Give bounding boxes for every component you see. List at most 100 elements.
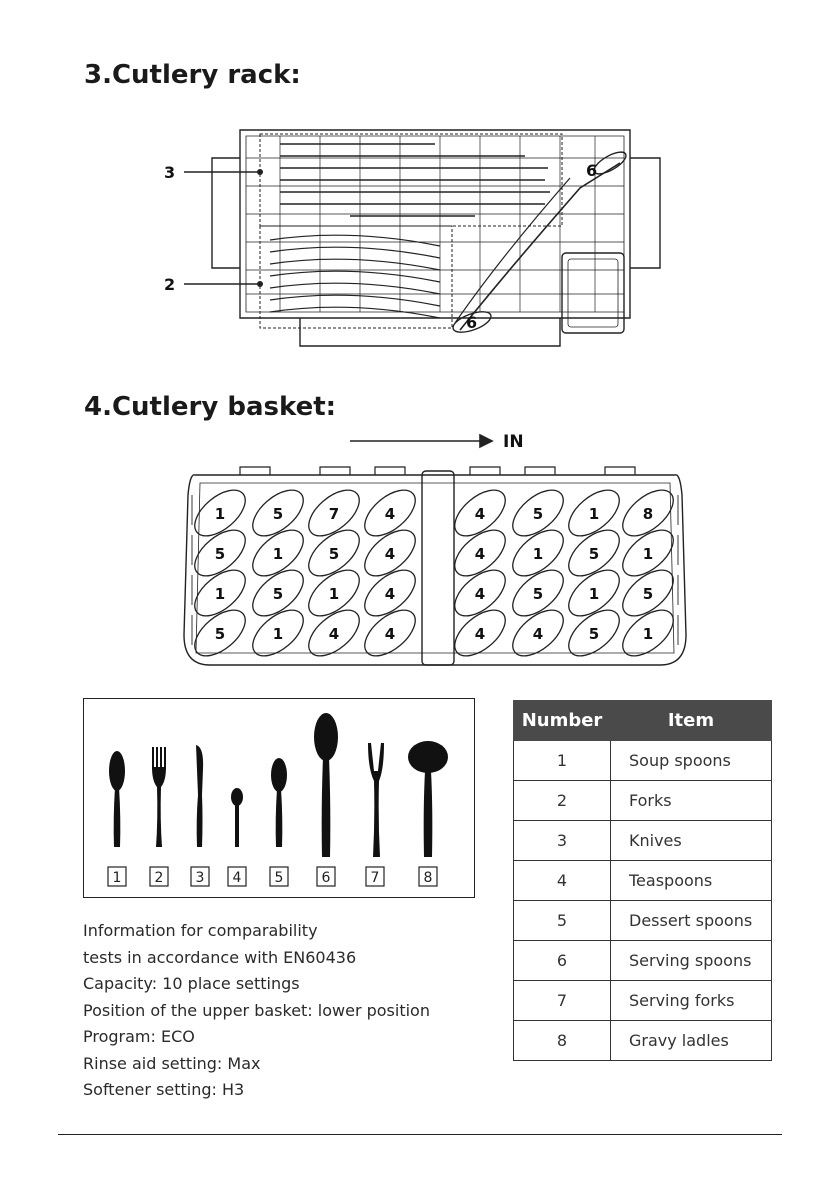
rack-callout-6-top: 6 [586,161,597,180]
legend-number-box [418,866,438,887]
basket-slot [568,569,620,617]
basket-slot [512,529,564,577]
table-header-number: Number [513,700,611,741]
info-line: Rinse aid setting: Max [83,1053,261,1073]
table-cell-item: Gravy ladles [610,1020,772,1061]
legend-number: 5 [275,870,284,886]
basket-slot-number: 8 [643,505,653,523]
info-line: Capacity: 10 place settings [83,974,300,993]
basket-slot [622,489,674,537]
basket-slot-number: 1 [273,625,283,643]
basket-slot [194,609,246,657]
basket-slot-number: 5 [215,545,225,563]
basket-slot-number: 5 [273,585,283,603]
basket-slot [454,529,506,577]
table-cell-item: Serving spoons [610,940,772,981]
basket-slot-number: 1 [589,585,599,603]
basket-slot [364,489,416,537]
basket-slot [308,609,360,657]
basket-slot [194,529,246,577]
basket-slot [454,569,506,617]
basket-direction-label: IN [503,432,524,452]
table-cell-item: Teaspoons [610,860,772,901]
basket-slot-number: 4 [385,505,395,523]
basket-slot-number: 7 [329,505,339,523]
basket-slot-number: 4 [475,585,485,603]
table-cell-number: 4 [513,860,611,901]
basket-slot-number: 5 [273,505,283,523]
basket-slot-number: 5 [643,585,653,603]
basket-slot [454,489,506,537]
table-cell-number: 2 [513,780,611,821]
table-cell-number: 1 [513,740,611,781]
table-cell-number: 3 [513,820,611,861]
legend-number-box [365,866,385,887]
basket-slot-number: 1 [643,545,653,563]
soup-spoon-icon [109,751,125,847]
legend-number: 3 [196,870,205,886]
basket-slot [568,609,620,657]
basket-slot [454,609,506,657]
rack-callout-2: 2 [164,275,175,294]
cutlery-rack-heading: 3.Cutlery rack: [84,60,301,90]
cutlery-rack-diagram: 3 2 6 6 [164,129,661,347]
dessert-spoon-icon [271,758,287,847]
gravy-ladle-icon [408,741,448,857]
legend-number-box [227,866,247,887]
basket-slot [568,529,620,577]
rack-callout-6-bottom: 6 [466,313,477,332]
legend-number: 1 [113,870,122,886]
info-line: Information for comparability [83,921,318,940]
basket-slot [252,609,304,657]
table-cell-number: 5 [513,900,611,941]
legend-number-box [190,866,210,887]
legend-number: 4 [233,870,242,886]
info-line: Program: ECO [83,1027,195,1046]
rack-callout-3: 3 [164,163,175,182]
basket-slot [364,529,416,577]
basket-slot [568,489,620,537]
legend-number-box [107,866,127,887]
basket-slot-number: 5 [533,505,543,523]
basket-slot [512,569,564,617]
footer-divider [58,1134,782,1135]
basket-slot-number: 1 [215,585,225,603]
table-cell-item: Serving forks [610,980,772,1021]
basket-slot [252,529,304,577]
legend-number-box [269,866,289,887]
table-cell-item: Soup spoons [610,740,772,781]
info-line: Position of the upper basket: lower posi… [83,1000,430,1020]
serving-spoon-icon [314,713,338,857]
legend-number: 2 [155,870,164,886]
legend-number: 7 [371,870,380,886]
test-information: Information for comparability tests in a… [83,918,503,1104]
basket-slot [364,569,416,617]
basket-slot [308,489,360,537]
table-header-item: Item [610,700,772,741]
basket-slot [622,609,674,657]
basket-slot-number: 4 [329,625,339,643]
basket-slot [308,529,360,577]
basket-slot [622,569,674,617]
basket-slot-number: 4 [533,625,543,643]
table-cell-number: 8 [513,1020,611,1061]
basket-slot [364,609,416,657]
basket-slot-number: 4 [385,545,395,563]
basket-slot-number: 4 [475,625,485,643]
basket-slot-number: 5 [533,585,543,603]
table-cell-number: 7 [513,980,611,1021]
basket-slot-number: 1 [273,545,283,563]
info-line: tests in accordance with EN60436 [83,947,357,967]
basket-slot [512,489,564,537]
